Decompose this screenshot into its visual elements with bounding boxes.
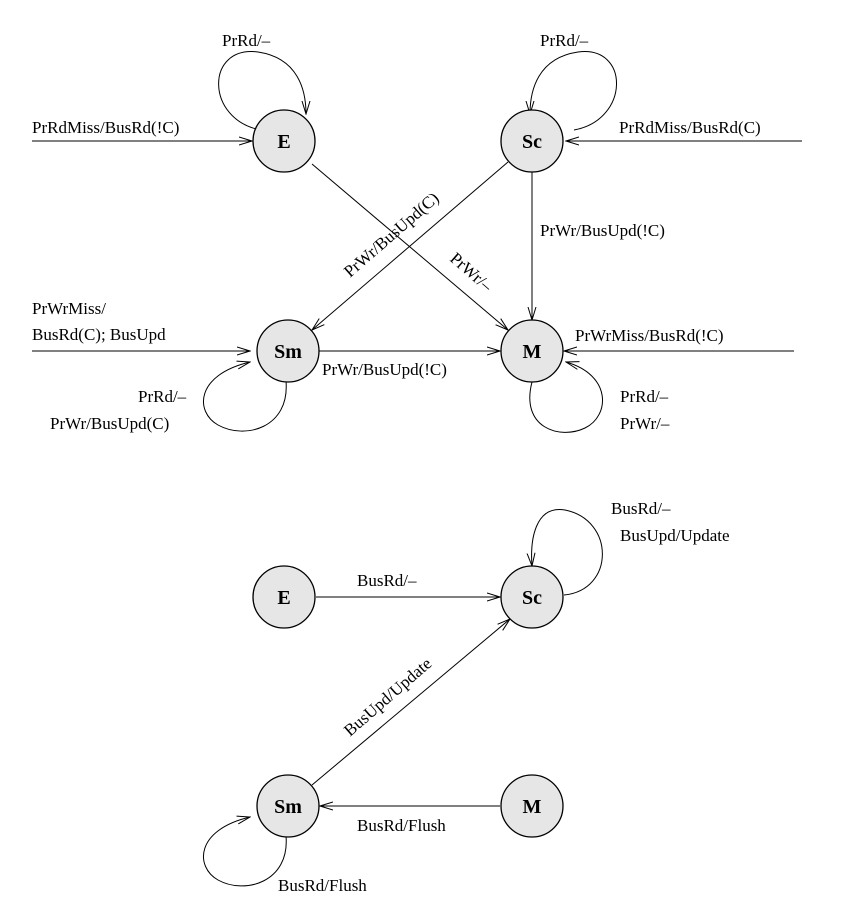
label-b-e-to-sc: BusRd/–	[357, 571, 417, 590]
state-sm-label: Sm	[274, 341, 302, 363]
bus-state-sm-node: Sm	[256, 774, 320, 838]
label-b-sc-self-line1: BusRd/–	[611, 499, 671, 518]
edge-sc-self-loop	[530, 51, 617, 131]
label-sm-incoming-line2: BusRd(C); BusUpd	[32, 325, 166, 344]
label-e-self: PrRd/–	[222, 31, 271, 50]
label-e-to-m: PrWr/–	[446, 249, 496, 296]
label-b-m-to-sm: BusRd/Flush	[357, 816, 446, 835]
bus-state-sm-label: Sm	[274, 796, 302, 818]
bus-state-m-label: M	[523, 796, 542, 818]
label-b-sc-self-line2: BusUpd/Update	[620, 526, 730, 545]
state-e-label: E	[277, 131, 290, 153]
label-b-sm-self: BusRd/Flush	[278, 876, 367, 895]
label-m-self-line1: PrRd/–	[620, 387, 669, 406]
edge-sm-self-loop	[203, 362, 287, 432]
bus-state-sc-label: Sc	[522, 587, 542, 609]
bus-state-m-node: M	[500, 774, 564, 838]
label-sc-to-sm: PrWr/BusUpd(C)	[340, 188, 442, 281]
state-sc-node: Sc	[500, 109, 564, 173]
label-sc-self: PrRd/–	[540, 31, 589, 50]
edge-m-self-loop	[529, 362, 603, 433]
state-e-node: E	[252, 109, 316, 173]
edge-e-to-m	[311, 163, 508, 330]
label-sm-self-line1: PrRd/–	[138, 387, 187, 406]
label-sc-to-m: PrWr/BusUpd(!C)	[540, 221, 665, 240]
state-sc-label: Sc	[522, 131, 542, 153]
label-sm-self-line2: PrWr/BusUpd(C)	[50, 414, 169, 433]
label-m-incoming: PrWrMiss/BusRd(!C)	[575, 326, 724, 345]
bus-state-sc-node: Sc	[500, 565, 564, 629]
label-sm-incoming-line1: PrWrMiss/	[32, 299, 106, 318]
edge-b-sc-self-loop	[532, 509, 603, 596]
state-m-label: M	[523, 341, 542, 363]
edge-sc-to-sm	[312, 161, 509, 330]
label-e-incoming: PrRdMiss/BusRd(!C)	[32, 118, 179, 137]
bus-state-e-node: E	[252, 565, 316, 629]
edge-e-self-loop	[218, 51, 306, 131]
state-sm-node: Sm	[256, 319, 320, 383]
edge-b-sm-self-loop	[203, 817, 287, 887]
bus-state-e-label: E	[277, 587, 290, 609]
label-sm-to-m: PrWr/BusUpd(!C)	[322, 360, 447, 379]
label-b-sm-to-sc: BusUpd/Update	[340, 654, 435, 740]
top-diagram: E Sc Sm M PrRd/– PrRdMiss/BusRd(!C) PrRd…	[32, 31, 802, 433]
edge-b-sm-to-sc	[311, 619, 510, 786]
label-sc-incoming: PrRdMiss/BusRd(C)	[619, 118, 761, 137]
state-m-node: M	[500, 319, 564, 383]
bottom-diagram: E Sc Sm M BusRd/– BusRd/– BusUpd/Update …	[203, 499, 730, 895]
label-m-self-line2: PrWr/–	[620, 414, 670, 433]
